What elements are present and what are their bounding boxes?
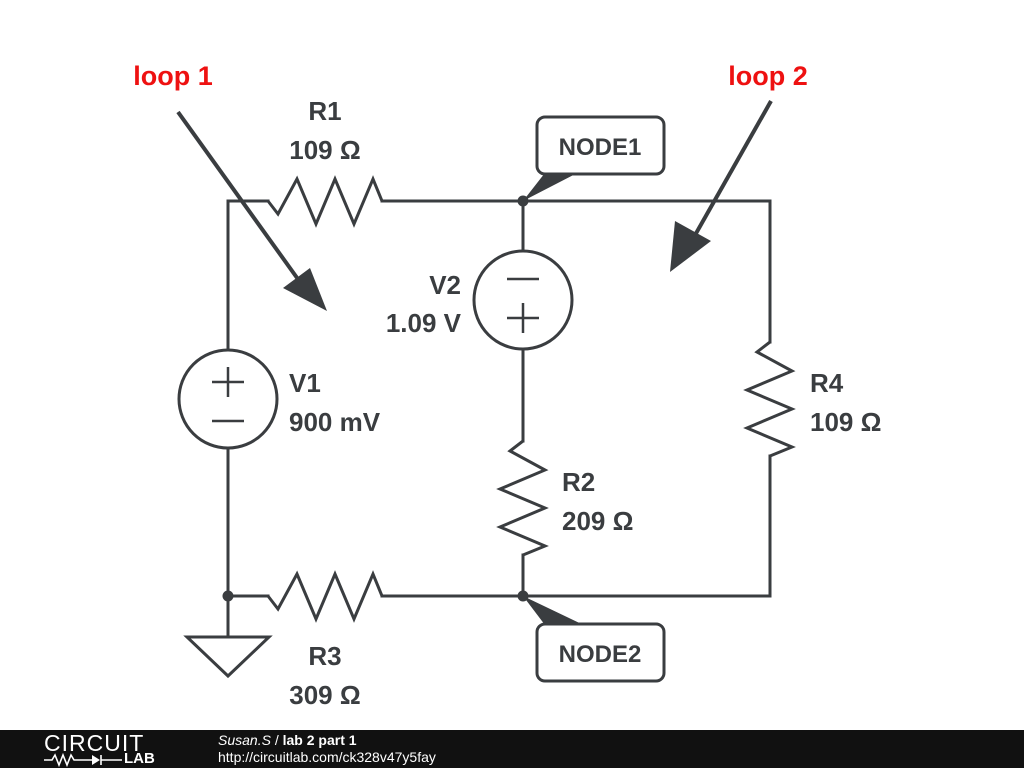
footer-info: Susan.S / lab 2 part 1 http://circuitlab… [218, 732, 436, 766]
node2-label: NODE2 [559, 641, 642, 668]
ground-icon [183, 635, 273, 679]
r1-name: R1 [308, 96, 341, 126]
r1-value: 109 Ω [289, 135, 360, 165]
footer-url[interactable]: http://circuitlab.com/ck328v47y5fay [218, 749, 436, 765]
footer-user-link[interactable]: Susan.S [218, 732, 271, 748]
circuitlab-logo-icon [44, 753, 122, 767]
v1-value: 900 mV [289, 407, 381, 437]
circuitlab-logo-text: CIRCUIT [44, 730, 145, 756]
junction-ground-dot [222, 590, 234, 602]
resistor-r3-symbol [266, 570, 384, 623]
node1-callout: NODE1 [523, 115, 666, 201]
circuitlab-logo-lab: LAB [124, 750, 155, 767]
r3-name: R3 [308, 641, 341, 671]
resistor-r1-symbol [266, 175, 384, 228]
loop1-label: loop 1 [133, 61, 213, 91]
r2-name: R2 [562, 467, 595, 497]
loop2-arrow-icon [670, 100, 773, 272]
resistor-r2-symbol [496, 439, 549, 557]
v1-name: V1 [289, 368, 321, 398]
voltage-source-v1 [177, 348, 279, 450]
resistor-r4-symbol [743, 340, 796, 458]
node1-label: NODE1 [559, 134, 642, 161]
voltage-source-v2 [472, 249, 574, 351]
r2-value: 209 Ω [562, 506, 633, 536]
v2-name: V2 [429, 270, 461, 300]
loop1-arrow-icon [176, 110, 327, 311]
footer-bar: CIRCUIT LAB Susan.S / lab 2 part 1 http:… [0, 730, 1024, 768]
footer-circuit-title[interactable]: lab 2 part 1 [282, 732, 357, 748]
r4-name: R4 [810, 368, 844, 398]
footer-separator: / [270, 732, 283, 748]
node2-callout: NODE2 [523, 596, 666, 683]
v2-value: 1.09 V [386, 308, 462, 338]
r3-value: 309 Ω [289, 680, 360, 710]
r4-value: 109 Ω [810, 407, 881, 437]
wires [226, 199, 772, 639]
loop2-label: loop 2 [728, 61, 808, 91]
